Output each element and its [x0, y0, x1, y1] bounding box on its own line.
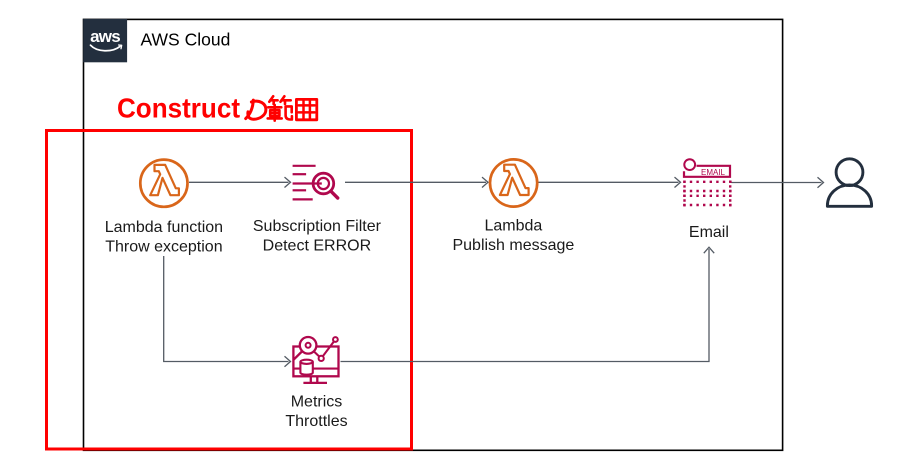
svg-text:Subscription Filter: Subscription Filter — [253, 218, 382, 235]
svg-text:Throttles: Throttles — [285, 413, 347, 430]
svg-text:Publish message: Publish message — [452, 237, 574, 254]
svg-text:Metrics: Metrics — [291, 393, 343, 410]
svg-text:Lambda: Lambda — [484, 218, 542, 235]
svg-text:Detect ERROR: Detect ERROR — [263, 238, 371, 255]
svg-text:EMAIL: EMAIL — [701, 168, 726, 177]
svg-text:Construct: Construct — [117, 93, 240, 124]
svg-text:Lambda function: Lambda function — [105, 219, 223, 236]
svg-text:aws: aws — [90, 27, 120, 46]
svg-text:Throw exception: Throw exception — [105, 238, 222, 255]
svg-text:AWS Cloud: AWS Cloud — [141, 30, 231, 50]
svg-text:Email: Email — [689, 224, 729, 241]
